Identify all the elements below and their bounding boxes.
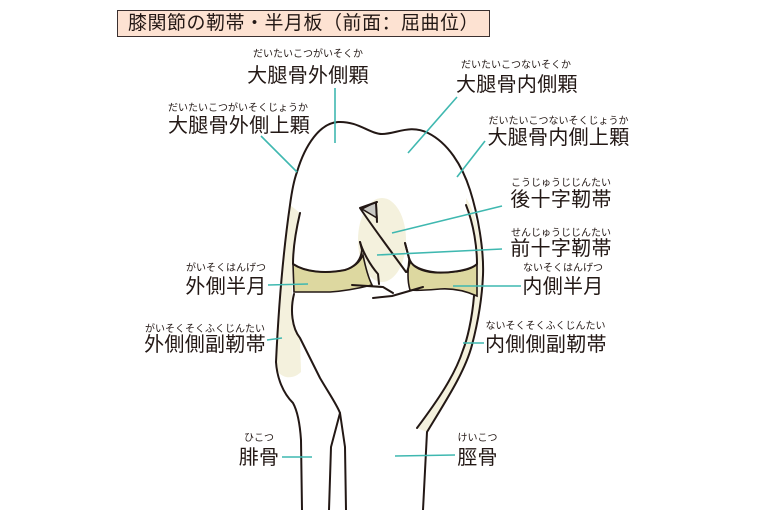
ruby-femur-medial-epicondyle: だいたいこつないそくじょうか [488, 116, 629, 127]
label-lateral-collateral-ligament: 外側側副靭帯 [144, 332, 266, 356]
medial-meniscus-shape [407, 257, 478, 298]
label-anterior-cruciate-ligament: 前十字靭帯 [510, 236, 612, 260]
ruby-lateral-collateral-ligament: がいそくそくふくじんたい [145, 324, 265, 335]
mcl-inner-edge [416, 295, 475, 429]
label-femur-lateral-condyle: 大腿骨外側顆 [247, 63, 369, 87]
medial-collateral-ligament-shape [417, 198, 483, 432]
label-femur-medial-condyle: 大腿骨内側顆 [456, 72, 578, 96]
ruby-medial-collateral-ligament: ないそくそくふくじんたい [485, 321, 606, 332]
label-medial-collateral-ligament: 内側側副靭帯 [485, 332, 607, 356]
ruby-medial-meniscus: ないそくはんげつ [523, 263, 603, 274]
leader-acl [376, 248, 503, 256]
label-medial-meniscus: 内側半月 [522, 274, 604, 298]
ruby-femur-medial-condyle: だいたいこつないそくか [461, 60, 571, 71]
label-fibula: 腓骨 [238, 445, 280, 469]
lateral-collateral-ligament-shape [276, 205, 301, 378]
leader-lines [260, 88, 521, 458]
ruby-lateral-meniscus: がいそくはんげつ [186, 263, 266, 274]
leader-lateral-meniscus [267, 283, 309, 286]
label-lateral-meniscus: 外側半月 [185, 274, 267, 298]
leader-pcl [391, 205, 503, 234]
leader-tibia [394, 454, 456, 457]
femur-outline [275, 120, 485, 510]
fibula-outline [275, 361, 303, 510]
medial-condyle-outline [404, 204, 478, 274]
ruby-tibia: けいこつ [457, 433, 498, 444]
label-femur-lateral-epicondyle: 大腿骨外側上顆 [168, 113, 311, 137]
label-posterior-cruciate-ligament: 後十字靭帯 [510, 187, 612, 211]
ruby-fibula: ひこつ [244, 433, 274, 444]
pcl-edge-line [359, 241, 411, 285]
fibula-medial-edge [328, 412, 341, 510]
tibia-outline [291, 293, 347, 510]
leader-femur-medial-epicondyle [456, 140, 486, 178]
lateral-condyle-outline [292, 212, 363, 273]
ruby-femur-lateral-epicondyle: だいたいこつがいそくじょうか [168, 103, 308, 114]
leader-lcl [266, 337, 283, 341]
leader-femur-lateral-epicondyle [260, 135, 298, 173]
tibial-spine-lines [351, 284, 424, 299]
acl-edge-line [359, 201, 407, 273]
label-tibia: 脛骨 [457, 445, 498, 469]
diagram-title: 膝関節の靭帯・半月板（前面：屈曲位） [117, 10, 490, 37]
leader-femur-medial-condyle [407, 96, 458, 154]
ruby-anterior-cruciate-ligament: せんじゅうじじんたい [511, 228, 611, 239]
ruby-femur-lateral-condyle: だいたいこつがいそくか [253, 49, 363, 60]
ruby-posterior-cruciate-ligament: こうじゅうじじんたい [511, 178, 611, 189]
label-femur-medial-epicondyle: 大腿骨内側上顆 [487, 125, 630, 149]
